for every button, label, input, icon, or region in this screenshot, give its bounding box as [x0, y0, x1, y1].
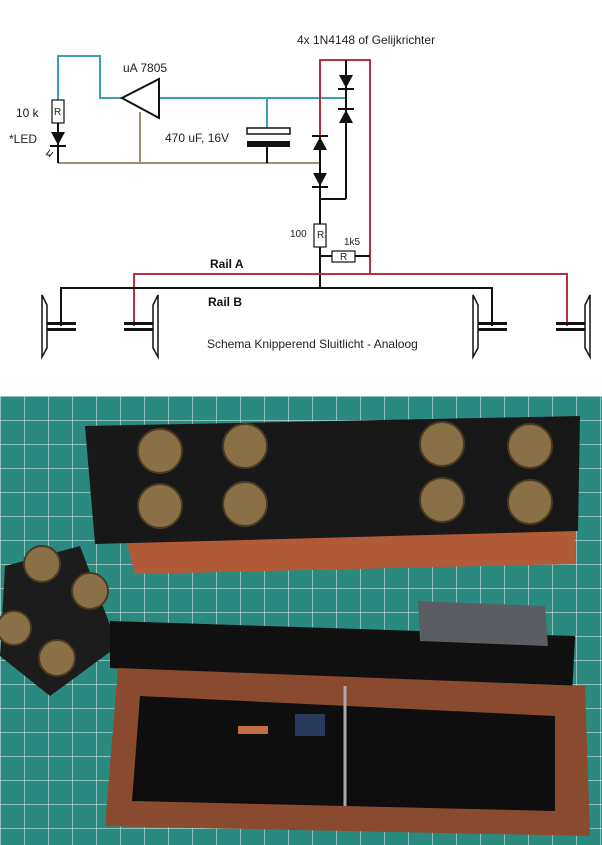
diode-4-icon [313, 173, 327, 186]
wheelset-top [137, 421, 553, 529]
resistor-1k5-label: 1k5 [344, 237, 361, 248]
rail-a-label: Rail A [210, 257, 244, 271]
resistor-100-label: 100 [290, 229, 307, 240]
resistor-symbol: R [317, 230, 324, 241]
diode-1-icon [339, 75, 353, 88]
led-label: *LED [9, 132, 37, 146]
resistor-component [238, 726, 268, 734]
rail-a-wire [133, 273, 568, 326]
diode-3-icon [313, 137, 327, 150]
wheel-4 [556, 294, 591, 360]
led-light-arrows-icon [45, 149, 54, 158]
wire-5v-led [57, 55, 122, 100]
circuit-schematic: uA 7805 470 uF, 16V R 10 k *LED 4x 1N414… [9, 33, 591, 360]
resistor-symbol: R [340, 252, 347, 263]
capacitor-component [295, 714, 325, 736]
wheel-3 [472, 294, 507, 360]
rectifier-label: 4x 1N4148 of Gelijkrichter [297, 33, 435, 47]
bogie-middle [418, 601, 548, 646]
schematic-title: Schema Knipperend Sluitlicht - Analoog [207, 337, 418, 351]
resistor-1k5 [331, 250, 356, 263]
regulator-7805-symbol [119, 77, 160, 120]
rail-b-label: Rail B [208, 295, 242, 309]
resistor-10k-label: 10 k [16, 106, 40, 120]
loose-bogie [0, 545, 118, 696]
led-icon [51, 132, 65, 145]
diode-2-icon [339, 110, 353, 123]
regulator-label: uA 7805 [123, 61, 167, 75]
wheel-2 [124, 294, 159, 360]
resistor-symbol: R [54, 107, 61, 118]
capacitor-label: 470 uF, 16V [165, 131, 229, 145]
wheel-1 [41, 294, 76, 360]
wagon-photo [0, 396, 602, 845]
resistor-100 [313, 223, 327, 248]
capacitor-minus-plate [247, 141, 290, 147]
rail-b-wire [60, 287, 493, 326]
capacitor-plus-plate [246, 127, 291, 135]
